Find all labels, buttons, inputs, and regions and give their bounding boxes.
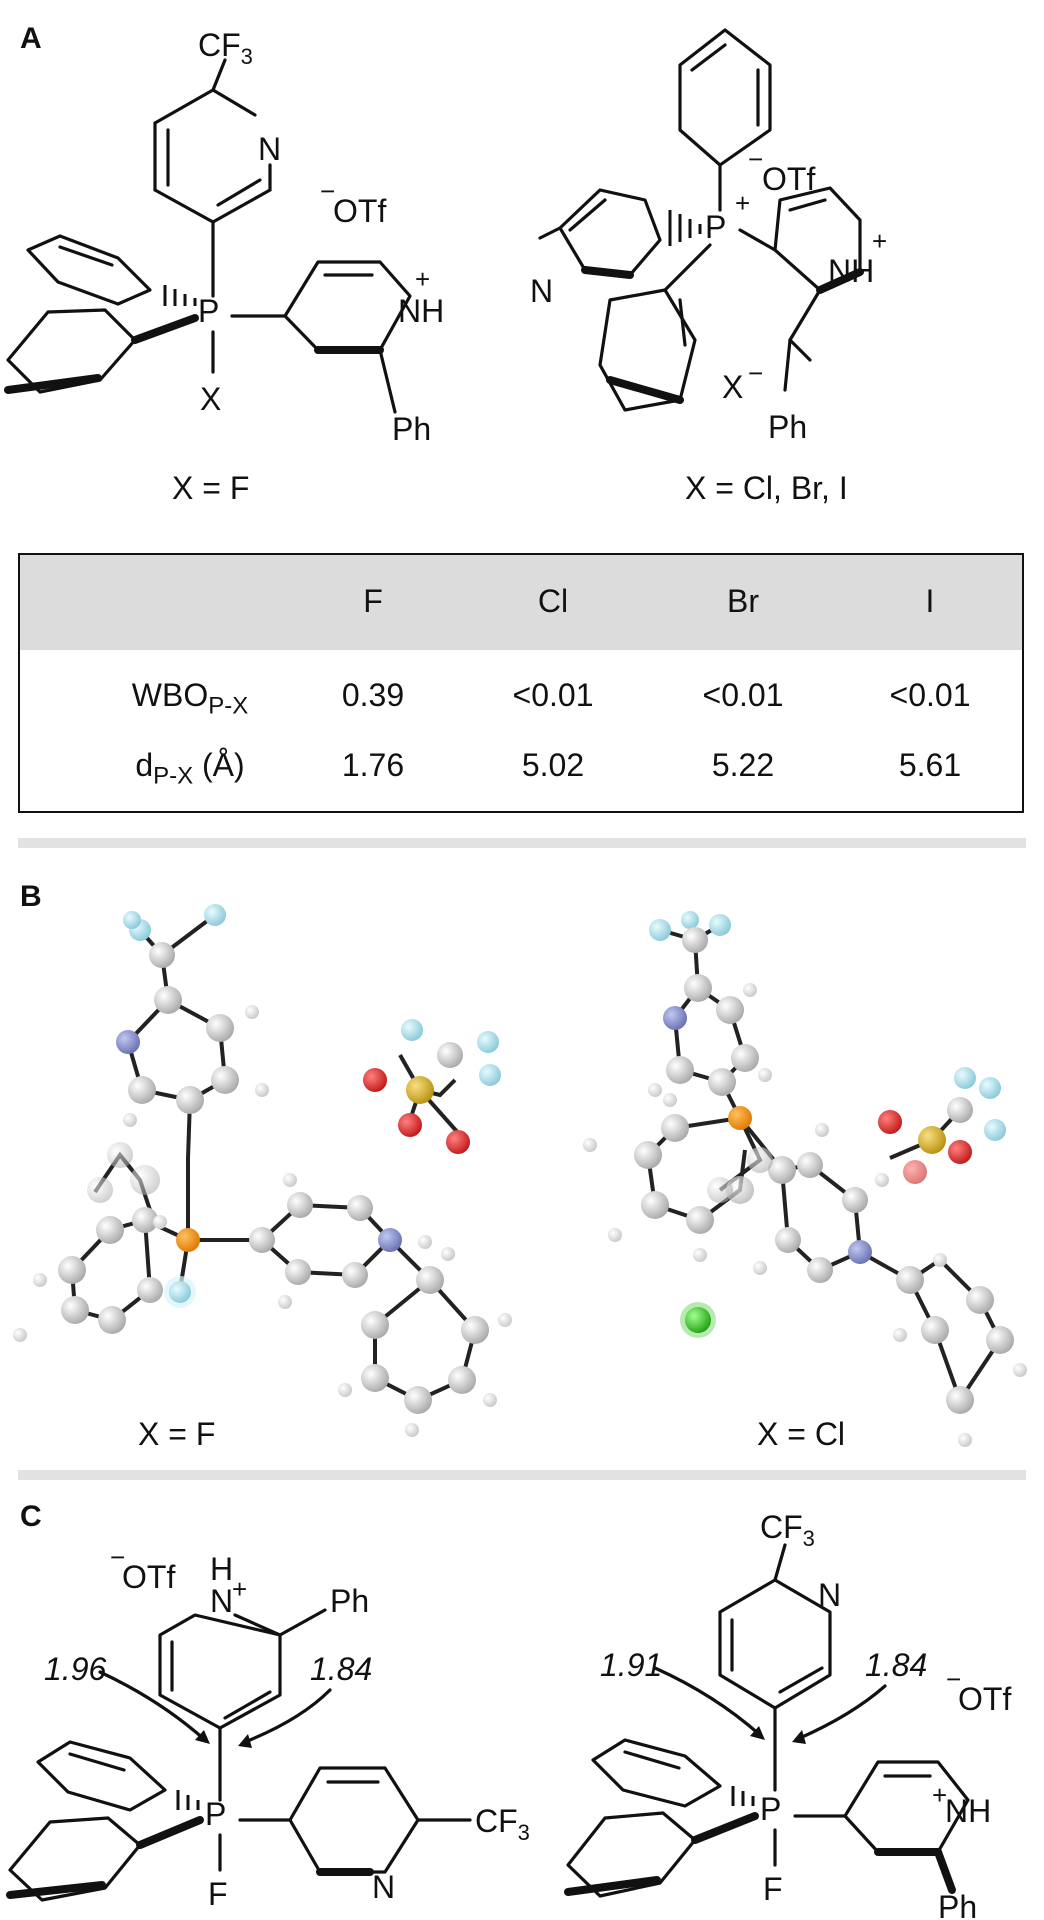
dist-cl: 5.02 (521, 747, 585, 783)
panel-label-b: B (20, 880, 42, 913)
table-header-cl: Cl (537, 583, 569, 619)
x-anion-minus: − (748, 358, 763, 388)
distance-label-1: 1.96 (44, 1651, 106, 1687)
pyridinium-nh: NH (398, 293, 444, 329)
caption-a-right: X = Cl, Br, I (685, 470, 848, 506)
fluorine-label-c1: F (208, 1876, 228, 1912)
cf3-label-c2: CF3 (760, 1509, 815, 1551)
phenyl-label-c1: Ph (330, 1583, 369, 1619)
fluorine-label-c2: F (763, 1871, 783, 1907)
phenyl-label-c2: Ph (938, 1889, 977, 1920)
otf-minus-c2: − (946, 1664, 961, 1694)
separator-1 (18, 838, 1026, 848)
phosphorus-label-c2: P (760, 1791, 781, 1827)
structure-a-halide: P + − OTf N F3C NH + Ph X − (530, 28, 887, 445)
caption-b-left: X = F (138, 1416, 216, 1452)
caption-a-left: X = F (172, 470, 250, 506)
wbo-i: <0.01 (889, 677, 971, 713)
otf-minus: − (320, 176, 335, 206)
cf3-label: CF3 (198, 27, 253, 69)
distance-label-4: 1.84 (865, 1647, 927, 1683)
wbo-cl: <0.01 (512, 677, 594, 713)
pyridinium-nh-2: NH (828, 253, 874, 289)
structure-a-fluoride: CF3 N P X NH + Ph − OTf (4, 27, 444, 447)
distance-label-2: 1.84 (310, 1651, 372, 1687)
phosphonium-plus: + (735, 188, 750, 218)
phosphorus-label-c1: P (205, 1796, 226, 1832)
dist-br: 5.22 (711, 747, 775, 783)
structure-c-right: CF3 N 1.91 1.84 − OTf P F NH + Ph (564, 1509, 1011, 1920)
otf-minus-2: − (748, 144, 763, 174)
pyridine-n: N (258, 131, 281, 167)
phenyl-label: Ph (392, 411, 431, 447)
pyridinium-plus-c2: + (932, 1780, 947, 1810)
otf-label-c2: OTf (958, 1681, 1011, 1717)
panel-label-c: C (20, 1500, 42, 1533)
phenyl-label-2: Ph (768, 409, 807, 445)
cf3-label-c1: CF3 (475, 1803, 530, 1845)
dist-i: 5.61 (898, 747, 962, 783)
phosphorus-label: P (198, 293, 219, 329)
table-header-f: F (363, 583, 383, 619)
wbo-br: <0.01 (702, 677, 784, 713)
model-b-fluoride (13, 904, 512, 1437)
model-b-chloride (583, 911, 1027, 1447)
pyridine-n-c2: N (818, 1577, 841, 1613)
distance-label-3: 1.91 (600, 1647, 662, 1683)
h-label: H (210, 1551, 233, 1587)
bond-data-table: F Cl Br I WBOP-X 0.39 <0.01 <0.01 <0.01 … (18, 553, 1024, 813)
separator-2 (18, 1470, 1026, 1480)
row-label-distance: dP-X (Å) (135, 747, 245, 790)
structure-c-left: − OTf H + N Ph 1.96 1.84 P F N CF3 (6, 1542, 530, 1912)
row-label-wbo: WBOP-X (131, 677, 249, 720)
pyridinium-nh-c2: NH (945, 1793, 991, 1829)
pyridinium-plus-c1: + (232, 1574, 247, 1604)
panel-label-a: A (20, 22, 42, 55)
otf-label-c1: OTf (122, 1559, 175, 1595)
dist-f: 1.76 (341, 747, 405, 783)
table-header-i: I (925, 583, 935, 619)
x-anion-label: X (722, 369, 743, 405)
otf-label: OTf (333, 193, 386, 229)
pyridinium-n-c1: N (210, 1583, 233, 1619)
table-header-row (20, 555, 1022, 650)
caption-b-right: X = Cl (757, 1416, 846, 1452)
otf-label-2: OTf (762, 161, 815, 197)
pyridinium-plus: + (415, 264, 430, 294)
x-label: X (200, 381, 221, 417)
phosphorus-label-2: P (705, 209, 726, 245)
otf-minus-c1: − (110, 1542, 125, 1572)
table-header-br: Br (727, 583, 759, 619)
wbo-f: 0.39 (341, 677, 405, 713)
pyridine-n-c1: N (372, 1869, 395, 1905)
pyridinium-plus-2: + (872, 226, 887, 256)
pyridine-n-2: N (530, 273, 553, 309)
